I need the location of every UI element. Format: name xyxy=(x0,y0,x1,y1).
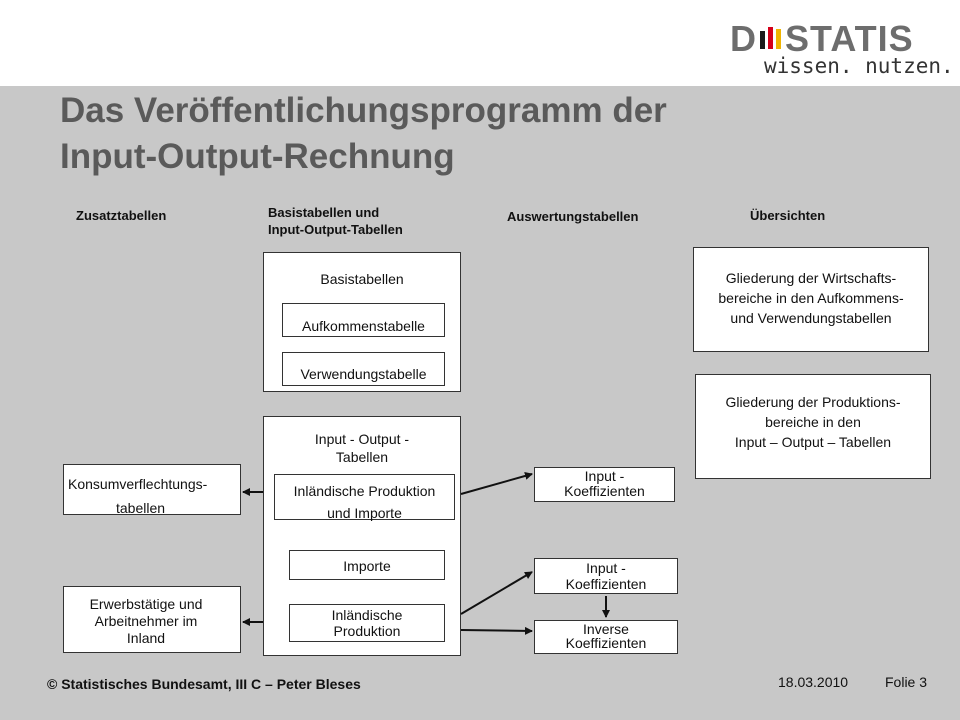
label-line: Konsumverflechtungs- xyxy=(68,476,208,492)
label-line: Produktion xyxy=(333,623,401,639)
inlaendische-produktion-label: Inländische Produktion xyxy=(290,607,444,639)
label-line: Arbeitnehmer im xyxy=(94,613,198,629)
label-line: Koeffizienten xyxy=(564,483,645,499)
page-title: Das Veröffentlichungsprogramm der Input-… xyxy=(60,88,920,180)
basistabellen-label: Basistabellen xyxy=(320,271,404,287)
inlaendische-produktion-und-importe-label: Inländische Produktion und Importe xyxy=(275,480,454,524)
label-line: und Verwendungstabellen xyxy=(730,310,892,326)
inlaendische-produktion-box: Inländische Produktion xyxy=(289,604,445,642)
gliederung-produktionsbereiche-box: Gliederung der Produktions- bereiche in … xyxy=(695,374,931,479)
label-line: Input - xyxy=(584,468,625,484)
konsumverflechtungstabellen-box: Konsumverflechtungs- tabellen xyxy=(63,464,241,516)
footer-date: 18.03.2010 xyxy=(778,674,849,690)
label-line: und Importe xyxy=(327,505,402,521)
importe-label: Importe xyxy=(343,558,391,574)
label-line: Tabellen xyxy=(335,449,389,465)
importe-box: Importe xyxy=(289,550,445,580)
header-band xyxy=(0,0,960,86)
aufkommenstabelle-box: Aufkommenstabelle xyxy=(282,303,445,337)
inlaendische-produktion-und-importe-box: Inländische Produktion und Importe xyxy=(274,474,455,521)
footer-slide-number: Folie 3 xyxy=(885,674,928,690)
input-koeffizienten-label-2: Input - Koeffizienten xyxy=(535,560,677,592)
label-line: bereiche in den xyxy=(765,414,861,430)
label-line: Gliederung der Produktions- xyxy=(725,394,901,410)
gliederung-wirtschaftsbereiche-box: Gliederung der Wirtschafts- bereiche in … xyxy=(693,247,929,352)
gliederung-produktionsbereiche-label: Gliederung der Produktions- bereiche in … xyxy=(696,392,930,452)
column-heading-auswertungstabellen: Auswertungstabellen xyxy=(507,209,639,224)
label-line: Inländische Produktion xyxy=(293,483,436,499)
label-line: Input - xyxy=(586,560,626,576)
input-koeffizienten-label-1: Input - Koeffizienten xyxy=(535,469,674,499)
title-line-1: Das Veröffentlichungsprogramm der xyxy=(60,91,667,130)
input-koeffizienten-box-2: Input - Koeffizienten xyxy=(534,558,678,594)
arrow-to-input-koeffizienten-2 xyxy=(460,571,533,615)
label-line: Koeffizienten xyxy=(565,635,647,651)
label-line: Inländische xyxy=(331,607,403,623)
verwendungstabelle-box: Verwendungstabelle xyxy=(282,352,445,386)
erwerbstaetige-label: Erwerbstätige und Arbeitnehmer im Inland xyxy=(64,596,228,647)
verwendungstabelle-label: Verwendungstabelle xyxy=(300,366,427,382)
heading-line: Basistabellen und xyxy=(268,205,380,220)
logo-tagline: wissen. nutzen. xyxy=(764,54,954,78)
arrow-to-input-koeffizienten-1 xyxy=(460,472,533,495)
inverse-koeffizienten-box: Inverse Koeffizienten xyxy=(534,620,678,654)
heading-line: Input-Output-Tabellen xyxy=(268,222,403,237)
basistabellen-group: Basistabellen Aufkommenstabelle Verwendu… xyxy=(263,252,461,392)
column-heading-uebersichten: Übersichten xyxy=(750,208,826,223)
gliederung-wirtschaftsbereiche-label: Gliederung der Wirtschafts- bereiche in … xyxy=(694,268,928,328)
arrow-to-inverse-koeffizienten xyxy=(460,626,533,635)
label-line: Koeffizienten xyxy=(565,576,647,592)
label-line: Input - Output - xyxy=(314,431,410,447)
konsumverflechtungstabellen-label: Konsumverflechtungs- tabellen xyxy=(68,472,238,520)
erwerbstaetige-box: Erwerbstätige und Arbeitnehmer im Inland xyxy=(63,586,241,653)
label-line: Gliederung der Wirtschafts- xyxy=(725,270,897,286)
input-output-tabellen-label: Input - Output - Tabellen xyxy=(264,430,460,466)
input-koeffizienten-box-1: Input - Koeffizienten xyxy=(534,467,675,502)
inverse-koeffizienten-label: Inverse Koeffizienten xyxy=(535,622,677,650)
aufkommenstabelle-label: Aufkommenstabelle xyxy=(302,318,425,334)
label-line: Erwerbstätige und xyxy=(89,596,203,612)
title-line-2: Input-Output-Rechnung xyxy=(60,137,455,176)
label-line: Inland xyxy=(126,630,166,646)
label-line: bereiche in den Aufkommens- xyxy=(718,290,904,306)
label-line: tabellen xyxy=(116,500,166,516)
label-line: Input – Output – Tabellen xyxy=(734,434,892,450)
column-heading-basistabellen: Basistabellen und Input-Output-Tabellen xyxy=(268,204,403,238)
label-line: Inverse xyxy=(583,621,629,637)
column-heading-zusatztabellen: Zusatztabellen xyxy=(76,208,167,223)
logo-bars-icon xyxy=(758,27,784,49)
input-output-tabellen-group: Input - Output - Tabellen Inländische Pr… xyxy=(263,416,461,656)
footer-copyright: © Statistisches Bundesamt, III C – Peter… xyxy=(47,676,361,692)
